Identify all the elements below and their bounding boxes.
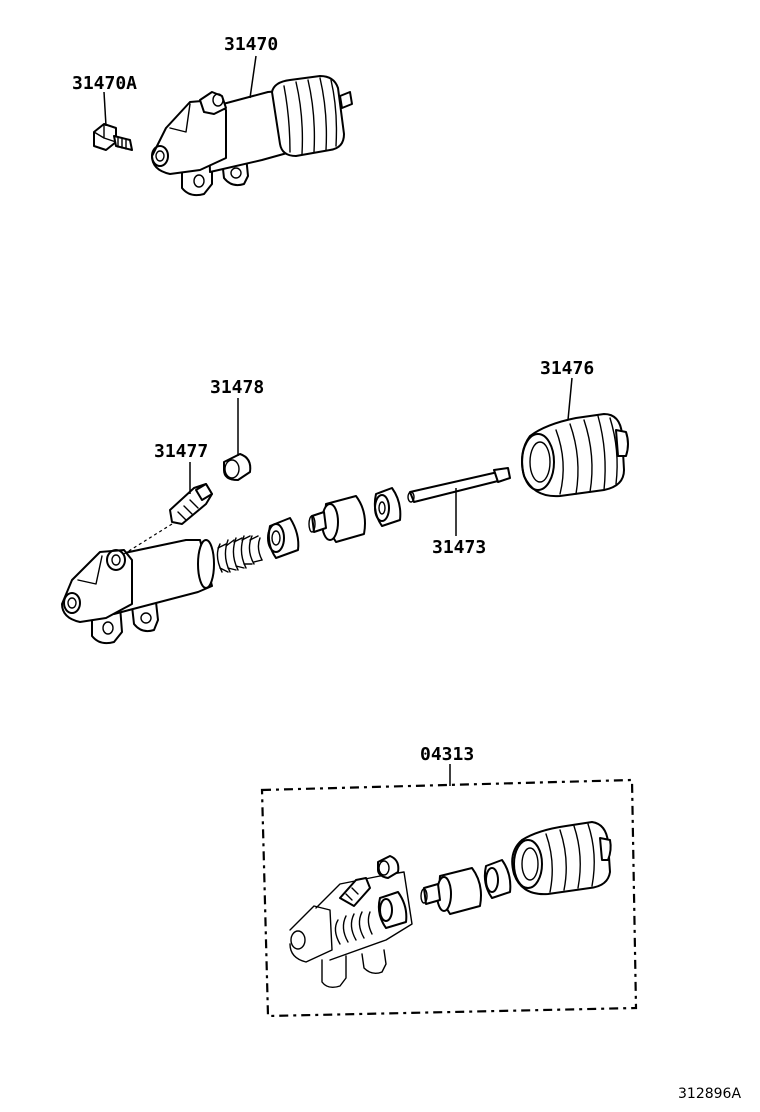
label-04313: 04313	[420, 744, 474, 765]
release-cylinder-assembly[interactable]	[151, 75, 353, 197]
piston[interactable]	[308, 495, 366, 543]
boot[interactable]	[521, 413, 629, 498]
figure-number: 312896A	[678, 1086, 741, 1102]
bleeder-bolt[interactable]	[93, 123, 133, 151]
label-31473: 31473	[432, 537, 486, 558]
repair-kit-box[interactable]	[260, 764, 638, 1018]
label-31476: 31476	[540, 358, 594, 379]
bleeder-cap[interactable]	[223, 453, 252, 481]
push-rod[interactable]	[407, 467, 511, 503]
label-31470A: 31470A	[72, 73, 137, 94]
piston-spring[interactable]	[216, 535, 263, 573]
piston-cup[interactable]	[373, 487, 402, 527]
cup-seal[interactable]	[267, 517, 300, 559]
label-31470: 31470	[224, 34, 278, 55]
cylinder-body[interactable]	[61, 539, 215, 645]
label-31478: 31478	[210, 377, 264, 398]
label-31477: 31477	[154, 441, 208, 462]
bleeder-plug[interactable]	[169, 483, 213, 525]
